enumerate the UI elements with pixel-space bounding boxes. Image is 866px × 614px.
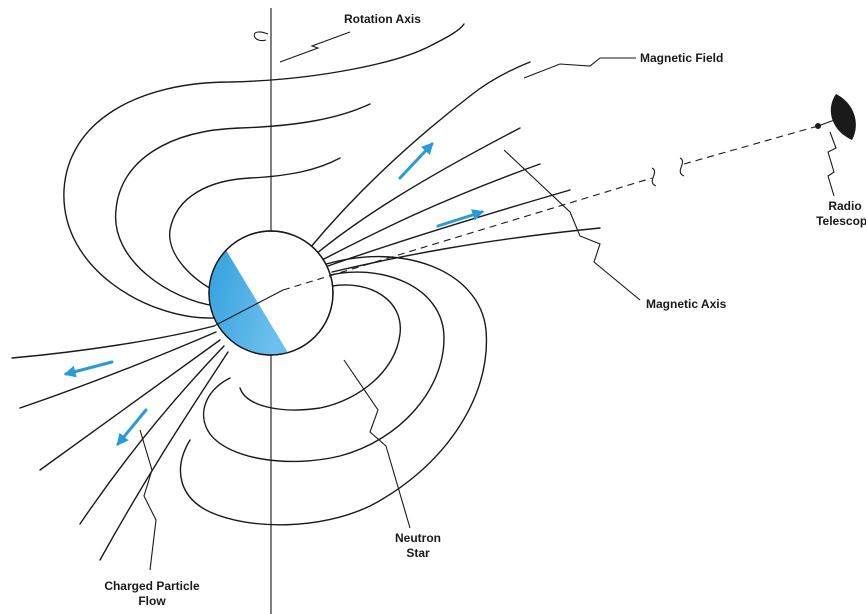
charged-particle-flow-label-line2: Flow [138,594,166,608]
neutron-star-outline [208,230,334,356]
open-field-upper-4 [327,189,571,267]
radio-telescope-icon [815,94,856,197]
axis-break-right [679,157,685,177]
open-field-upper-3 [321,163,541,261]
field-loop-lower-outer [179,255,488,526]
particle-arrow-upper-2 [436,209,485,228]
open-field-lower-1 [11,325,215,359]
open-field-lower-3 [39,339,221,471]
open-field-lower-2 [19,331,217,409]
magnetic-axis-dashed [282,177,653,291]
particle-arrow-lower-2 [116,408,148,446]
neutron-star-shaded-half [209,250,290,355]
charged-particle-flow-label-line1: Charged Particle [104,579,200,593]
open-field-lower-4 [79,345,225,525]
charged-particle-leader [139,429,157,571]
open-field-upper-1 [309,61,531,249]
field-loop-upper-mid [115,103,371,307]
magnetic-field-label: Magnetic Field [640,51,723,65]
rotation-axis-leader [279,31,351,63]
field-loop-upper-inner [169,157,341,295]
neutron-star-label-line2: Star [406,546,430,560]
field-loop-lower-inner [239,284,401,411]
field-loop-upper-outer [63,23,465,319]
rotation-axis-label: Rotation Axis [344,12,421,26]
axis-break-left [651,167,657,187]
neutron-star-leader [343,359,411,529]
magnetic-axis-label: Magnetic Axis [646,297,727,311]
particle-arrow-lower-1 [63,360,114,378]
field-loop-lower-mid [202,271,445,463]
rotation-arrow [253,31,269,42]
neutron-star-label-line1: Neutron [395,531,441,545]
open-field-lower-5 [99,351,229,561]
radio-telescope-label-line1: Radio [828,199,861,213]
magnetic-field-leader [523,57,636,79]
magnetic-axis-dashed-outer [683,125,819,165]
radio-telescope-label-line2: Telescope [816,214,866,228]
open-field-upper-2 [315,127,521,255]
magnetic-axis-inner [213,289,284,327]
magnetic-axis-leader [503,149,641,301]
open-field-upper-5 [331,227,601,273]
particle-arrow-upper-1 [398,142,434,180]
